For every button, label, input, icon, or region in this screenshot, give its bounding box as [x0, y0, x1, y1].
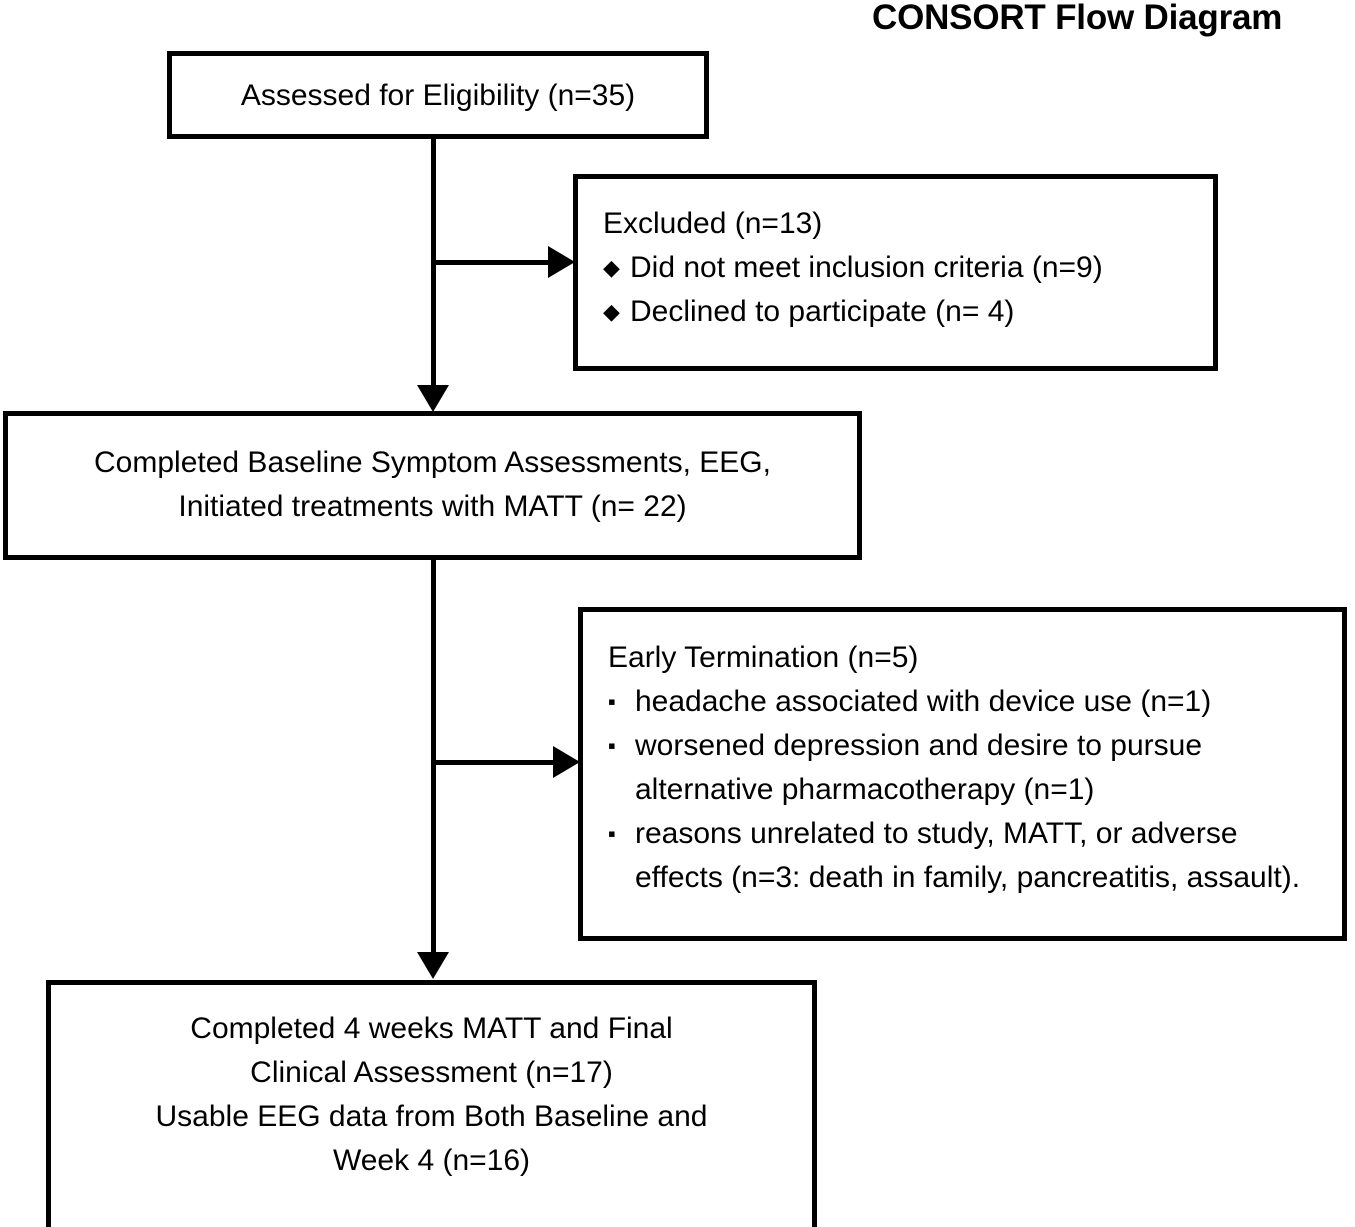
list-item-label: Did not meet inclusion criteria (n=9): [630, 251, 1103, 284]
node-completed-line-4: Week 4 (n=16): [332, 1144, 531, 1177]
node-excluded: Excluded (n=13) ◆ Did not meet inclusion…: [573, 174, 1218, 371]
square-bullet-icon: ▪: [608, 689, 616, 714]
early-termination-heading: Early Termination (n=5): [608, 641, 919, 674]
node-completed-line-2: Clinical Assessment (n=17): [250, 1056, 613, 1089]
node-early-termination: Early Termination (n=5) ▪ headache assoc…: [578, 607, 1347, 941]
excluded-heading: Excluded (n=13): [603, 207, 823, 240]
node-completed-final: Completed 4 weeks MATT and Final Clinica…: [46, 980, 817, 1227]
square-bullet-icon: ▪: [608, 821, 616, 846]
list-item: ◆ Declined to participate (n= 4): [603, 290, 1203, 334]
list-item: ▪ headache associated with device use (n…: [608, 680, 1328, 724]
diamond-bullet-icon: ◆: [603, 299, 620, 324]
square-bullet-icon: ▪: [608, 733, 616, 758]
node-completed-line-1: Completed 4 weeks MATT and Final: [190, 1012, 673, 1045]
node-baseline-line-1: Completed Baseline Symptom Assessments, …: [94, 446, 771, 479]
node-baseline-line-2: Initiated treatments with MATT (n= 22): [178, 490, 687, 523]
diagram-title: CONSORT Flow Diagram: [872, 0, 1283, 37]
node-assessed-for-eligibility: Assessed for Eligibility (n=35): [167, 51, 709, 139]
arrowhead-down-completed: [417, 952, 449, 979]
list-item: ▪ worsened depression and desire to purs…: [608, 724, 1328, 812]
list-item-label: headache associated with device use (n=1…: [635, 685, 1212, 718]
list-item-label: worsened depression and desire to pursue…: [635, 729, 1203, 806]
excluded-content: Excluded (n=13) ◆ Did not meet inclusion…: [603, 202, 1203, 334]
connector-assessed-to-excluded: [431, 260, 548, 265]
node-completed-line-3: Usable EEG data from Both Baseline and: [155, 1100, 708, 1133]
arrowhead-down-baseline: [417, 385, 449, 412]
arrowhead-right-excluded: [548, 246, 575, 278]
list-item: ◆ Did not meet inclusion criteria (n=9): [603, 246, 1203, 290]
list-item: ▪ reasons unrelated to study, MATT, or a…: [608, 812, 1328, 900]
early-termination-list: ▪ headache associated with device use (n…: [608, 680, 1328, 900]
arrowhead-right-early-termination: [553, 746, 580, 778]
node-assessed-label: Assessed for Eligibility (n=35): [240, 79, 636, 112]
list-item-label: Declined to participate (n= 4): [630, 295, 1015, 328]
node-baseline-assessments: Completed Baseline Symptom Assessments, …: [3, 411, 862, 560]
connector-baseline-to-completed: [431, 560, 436, 952]
list-item-label: reasons unrelated to study, MATT, or adv…: [635, 817, 1301, 894]
excluded-list: ◆ Did not meet inclusion criteria (n=9) …: [603, 246, 1203, 334]
early-termination-content: Early Termination (n=5) ▪ headache assoc…: [608, 636, 1328, 900]
diamond-bullet-icon: ◆: [603, 255, 620, 280]
connector-baseline-to-early-termination: [431, 760, 553, 765]
